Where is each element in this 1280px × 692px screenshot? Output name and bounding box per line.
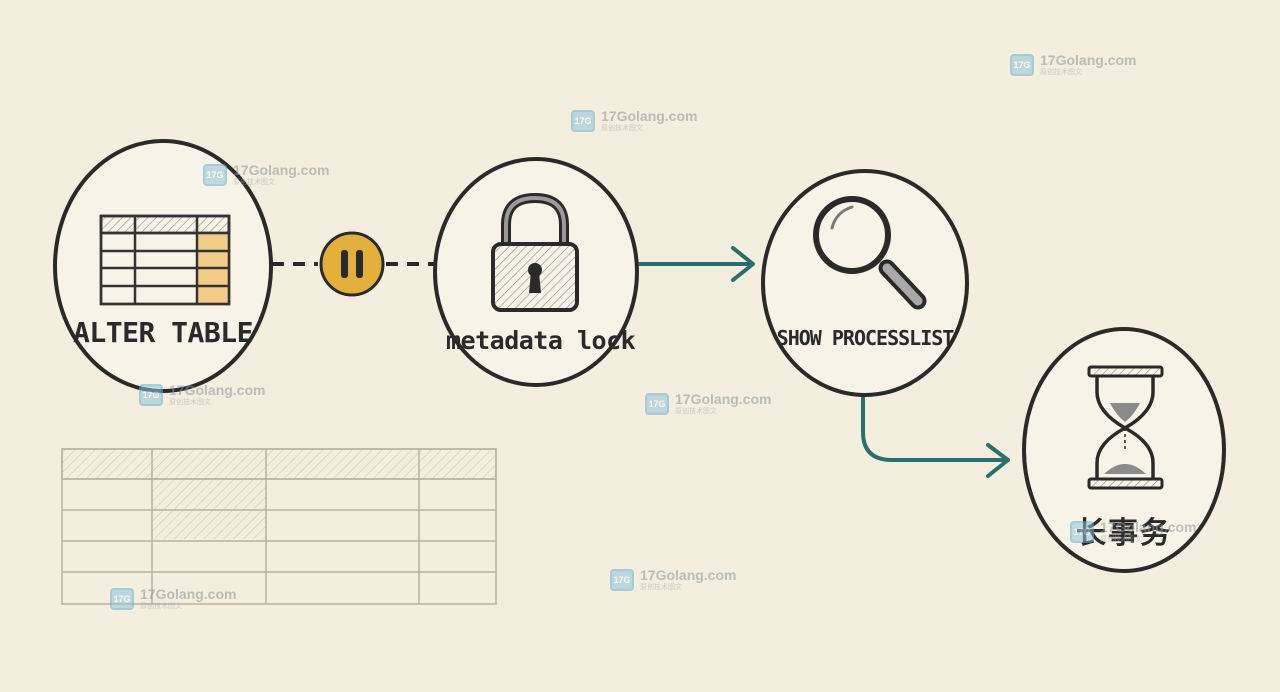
arrow-lock-to-processlist: [638, 246, 755, 282]
show-processlist-label: SHOW PROCESSLIST: [776, 326, 955, 350]
hourglass-icon: [1087, 365, 1164, 490]
padlock-icon: [491, 192, 579, 312]
node-alter-table: [53, 139, 273, 393]
magnifier-icon: [813, 196, 927, 310]
background-table-sketch: [61, 448, 497, 605]
alter-table-label: ALTER TABLE: [73, 316, 253, 349]
node-long-transaction: [1022, 327, 1226, 573]
node-metadata-lock: [433, 157, 639, 387]
node-show-processlist: [761, 169, 969, 397]
metadata-lock-label: metadata lock: [446, 326, 636, 355]
table-grid-icon: [99, 214, 231, 306]
long-transaction-label: 长事务: [1076, 516, 1172, 551]
pause-icon: [319, 231, 385, 297]
arrow-processlist-to-long-transaction: [861, 396, 1010, 478]
